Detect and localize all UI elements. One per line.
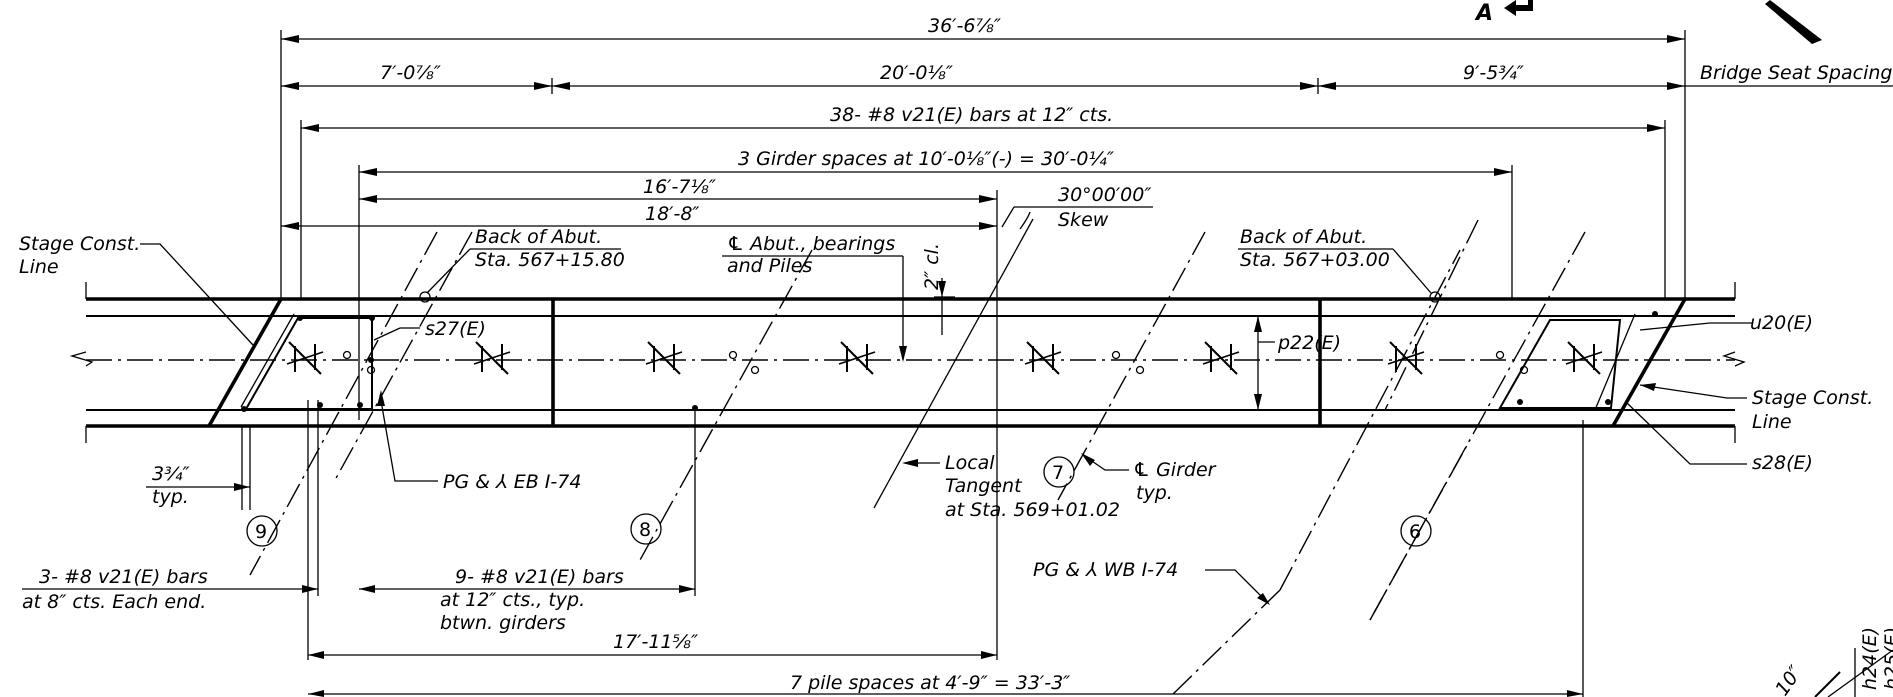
pile-spaces-dim: 7 pile spaces at 4′-9″ = 33′-3″: [308, 420, 1584, 697]
bridge-seat-text: Bridge Seat Spacing: [1700, 62, 1892, 84]
clearance-text: 2″ cl.: [921, 243, 943, 290]
corner-detail: 10″ h24(E) h25(E): [1771, 627, 1893, 697]
pile-spaces-text: 7 pile spaces at 4′-9″ = 33′-3″: [790, 672, 1070, 694]
back-abut-left-line1: Back of Abut.: [475, 226, 602, 248]
v21-each-end-line1: 3- #8 v21(E) bars: [39, 566, 208, 588]
v21-each-end-line2: at 8″ cts. Each end.: [22, 591, 206, 613]
section-mark-letter: A: [1474, 1, 1493, 26]
clearance-dim: 2″ cl.: [921, 243, 955, 335]
girder-spaces-dimension: 3 Girder spaces at 10′-0⅛″(-) = 30′-0¼″: [358, 148, 1513, 420]
span-dimensions: 7′-0⅞″ 20′-0⅛″ 9′-5¾″ Bridge Seat Spacin…: [281, 62, 1893, 94]
back-abut-right-line2: Sta. 567+03.00: [1240, 249, 1390, 271]
stage-const-right-line1: Stage Const.: [1752, 387, 1873, 409]
left-span-text: 7′-0⅞″: [380, 62, 441, 84]
back-abut-right-line1: Back of Abut.: [1240, 226, 1367, 248]
pg-eb-text: PG & ⅄ EB I-74: [443, 471, 581, 493]
north-arrow-icon: [1765, 0, 1822, 44]
pg-eb-label: PG & ⅄ EB I-74: [377, 390, 581, 493]
overall-dim-text: 36′-6⅞″: [928, 15, 1001, 37]
v21-total-text: 38- #8 v21(E) bars at 12″ cts.: [830, 104, 1113, 126]
cl-girder-label: ℄ Girder typ.: [1081, 453, 1217, 504]
right-span-text: 9′-5¾″: [1463, 62, 1524, 84]
back-abut-left-line2: Sta. 567+15.80: [475, 249, 625, 271]
cl-girder-line2: typ.: [1136, 482, 1173, 504]
v21-between-girders: 9- #8 v21(E) bars at 12″ cts., typ. btwn…: [359, 405, 698, 634]
local-tangent-label: Local Tangent at Sta. 569+01.02: [902, 452, 1120, 521]
girder-callout-9: 9: [246, 515, 278, 547]
stage-const-left-line1: Stage Const.: [19, 233, 140, 255]
back-abut-left: Back of Abut. Sta. 567+15.80: [419, 226, 625, 303]
girder-centerlines: [249, 219, 1586, 697]
dim-16-7: 16′-7⅛″: [359, 176, 997, 203]
v21-total-dimension: 38- #8 v21(E) bars at 12″ cts.: [300, 104, 1666, 300]
dim-10-text: 10″: [1771, 662, 1807, 697]
cl-abut-line2: and Piles: [727, 255, 812, 277]
girder-7-number: 7: [1052, 462, 1064, 484]
overall-dimension: 36′-6⅞″: [280, 15, 1686, 300]
dim-17-11: 17′-11⅝″: [308, 631, 997, 659]
girder-callout-6: 6: [1400, 515, 1432, 547]
stage-const-right: Stage Const. Line: [1639, 383, 1873, 433]
section-arrow-icon: [1504, 0, 1533, 16]
dim-16-7-text: 16′-7⅛″: [643, 176, 716, 198]
stage-const-left: Stage Const. Line: [19, 233, 254, 346]
girder-8-number: 8: [639, 519, 651, 541]
center-span-text: 20′-0⅛″: [880, 62, 953, 84]
end-reinforcement-left: s27(E): [240, 313, 486, 412]
girder-callout-8: 8: [630, 513, 662, 545]
p22-label: p22(E): [1277, 332, 1341, 354]
stage-const-right-line2: Line: [1752, 411, 1792, 433]
cl-abut-label: ℄ Abut., bearings and Piles: [722, 233, 907, 362]
h25-label: h25(E): [1881, 627, 1893, 690]
s27-label: s27(E): [425, 318, 486, 340]
local-tangent-line1: Local: [945, 452, 995, 474]
bearing-circles: [342, 350, 1529, 375]
local-tangent-line3: at Sta. 569+01.02: [945, 499, 1120, 521]
local-tangent-line2: Tangent: [945, 475, 1023, 497]
cl-abut-line1: ℄ Abut., bearings: [727, 233, 895, 255]
girder-9-number: 9: [255, 521, 267, 543]
pg-wb-label: PG & ⅄ WB I-74: [1033, 559, 1270, 605]
cl-girder-line1: ℄ Girder: [1133, 459, 1217, 481]
skew-label-text: Skew: [1058, 209, 1109, 231]
skew-callout: 30°00′00″ Skew: [873, 184, 1153, 509]
p22-dim: p22(E): [1254, 316, 1341, 410]
dim-3-4-text: 3¾″: [152, 463, 190, 485]
skew-angle-text: 30°00′00″: [1058, 184, 1151, 206]
back-abut-right: Back of Abut. Sta. 567+03.00: [1238, 226, 1441, 303]
girder-6-number: 6: [1409, 521, 1421, 543]
v21-btwn-line3: btwn. girders: [440, 612, 566, 634]
abutment-cap: [69, 282, 1746, 443]
v21-btwn-line2: at 12″ cts., typ.: [440, 589, 585, 611]
end-reinforcement-right: u20(E): [1498, 311, 1813, 411]
pg-wb-text: PG & ⅄ WB I-74: [1033, 559, 1178, 581]
section-mark: A: [1474, 0, 1822, 44]
h24-label: h24(E): [1859, 627, 1881, 690]
s28-label: s28(E): [1752, 452, 1813, 474]
girder-callout-7: 7: [1043, 456, 1075, 488]
v21-btwn-line1: 9- #8 v21(E) bars: [455, 566, 624, 588]
stage-const-left-line2: Line: [19, 256, 59, 278]
v21-each-end: 3- #8 v21(E) bars at 8″ cts. Each end.: [22, 400, 319, 660]
dim-3-4-typ-text: typ.: [152, 486, 189, 508]
dim-18-8-text: 18′-8″: [645, 203, 700, 225]
dim-3-4-typ: 3¾″ typ.: [146, 426, 251, 510]
s28-callout: s28(E): [1626, 402, 1813, 474]
girder-spaces-text: 3 Girder spaces at 10′-0⅛″(-) = 30′-0¼″: [738, 148, 1114, 170]
u20-label: u20(E): [1750, 312, 1813, 334]
dim-17-11-text: 17′-11⅝″: [613, 631, 698, 653]
